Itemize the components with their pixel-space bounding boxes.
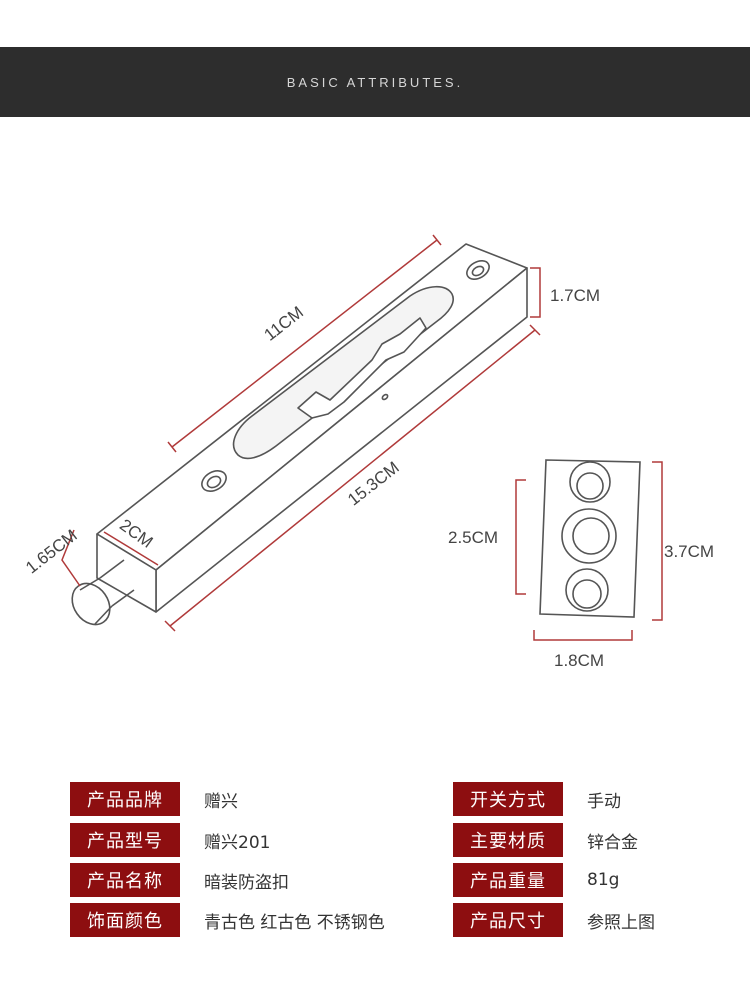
attr-label: 产品名称 xyxy=(70,863,180,897)
bolt-knob xyxy=(297,317,427,419)
attr-row-brand: 产品品牌 赠兴 xyxy=(70,782,238,816)
attr-label: 产品型号 xyxy=(70,823,180,857)
plate-hole-top xyxy=(569,461,611,503)
plate-hole-bottom xyxy=(565,568,609,612)
attr-label: 产品品牌 xyxy=(70,782,180,816)
dim-line-18cm xyxy=(533,630,633,641)
bolt-end-face xyxy=(96,533,157,613)
dim-line-17cm xyxy=(530,267,541,318)
header-bar: BASIC ATTRIBUTES. xyxy=(0,47,750,117)
bolt-slot xyxy=(232,285,454,460)
attr-row-model: 产品型号 赠兴201 xyxy=(70,823,270,857)
attributes-table: 产品品牌 赠兴 产品型号 赠兴201 产品名称 暗装防盗扣 饰面颜色 青古色 红… xyxy=(0,782,750,942)
attr-row-operation: 开关方式 手动 xyxy=(453,782,621,816)
attr-row-name: 产品名称 暗装防盗扣 xyxy=(70,863,289,897)
attr-label: 产品尺寸 xyxy=(453,903,563,937)
bolt-pin-end xyxy=(71,582,111,626)
dim-line-11cm xyxy=(167,234,442,453)
attr-label: 开关方式 xyxy=(453,782,563,816)
attr-value: 青古色 红古色 不锈钢色 xyxy=(204,912,385,933)
attr-row-weight: 产品重量 81g xyxy=(453,863,619,897)
dim-label-17cm: 1.7CM xyxy=(550,286,601,305)
attr-label: 产品重量 xyxy=(453,863,563,897)
attr-value: 赠兴 xyxy=(204,791,238,812)
bolt-pin xyxy=(99,559,135,607)
dim-line-165cm xyxy=(61,529,81,587)
dim-line-37cm xyxy=(652,461,663,621)
attr-label: 主要材质 xyxy=(453,823,563,857)
bolt-front-face xyxy=(155,267,528,613)
attr-value: 手动 xyxy=(587,791,621,812)
plate-hole-center xyxy=(561,508,617,564)
attr-row-finish: 饰面颜色 青古色 红古色 不锈钢色 xyxy=(70,903,385,937)
attr-value: 暗装防盗扣 xyxy=(204,872,289,893)
attr-value: 81g xyxy=(587,870,620,890)
attr-label: 饰面颜色 xyxy=(70,903,180,937)
header-title: BASIC ATTRIBUTES. xyxy=(286,74,464,90)
attr-row-size: 产品尺寸 参照上图 xyxy=(453,903,655,937)
attr-value: 赠兴201 xyxy=(204,832,271,853)
dim-line-25cm xyxy=(515,479,526,595)
dim-line-153cm xyxy=(164,324,541,632)
attr-value: 锌合金 xyxy=(587,832,638,853)
attr-value: 参照上图 xyxy=(587,912,655,933)
attr-row-material: 主要材质 锌合金 xyxy=(453,823,638,857)
dim-label-25cm: 2.5CM xyxy=(448,528,499,547)
dim-label-18cm: 1.8CM xyxy=(554,651,605,670)
dim-line-2cm xyxy=(103,531,159,566)
dim-label-37cm: 3.7CM xyxy=(664,542,715,561)
